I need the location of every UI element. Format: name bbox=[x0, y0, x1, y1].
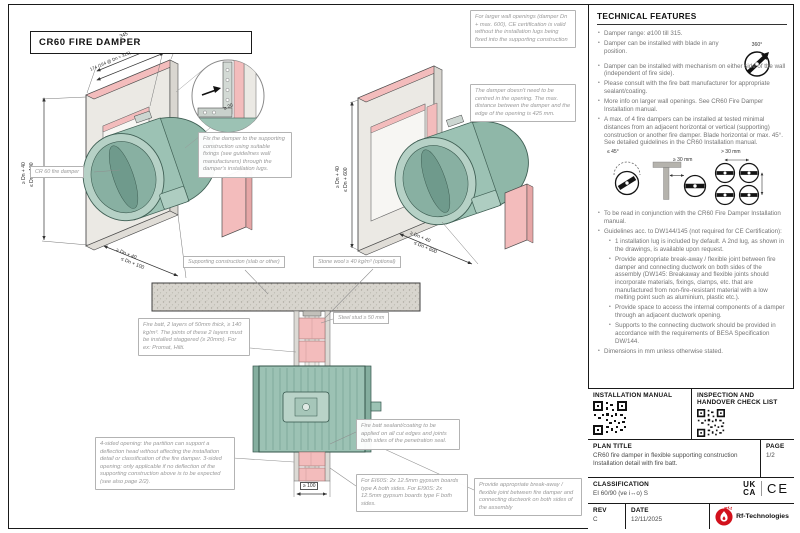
section-view bbox=[151, 282, 421, 497]
bullet-item: Damper range: ø100 till 315. bbox=[597, 30, 735, 38]
dim-right-height-max: ≤ Dn + 600 bbox=[343, 167, 349, 192]
features-final-list: Dimensions in mm unless otherwise stated… bbox=[597, 348, 787, 356]
bullet-item: To be read in conjunction with the CR60 … bbox=[597, 210, 787, 225]
sheet-title-badge: CR60 FIRE DAMPER bbox=[30, 31, 252, 54]
iso-right-batt-slab bbox=[504, 183, 534, 250]
iso-left-batt-slab bbox=[221, 167, 253, 238]
date-value: 12/11/2025 bbox=[631, 516, 663, 524]
iso-right-dimension-lines bbox=[350, 101, 473, 265]
angle-45-label: ≤ 45° bbox=[607, 149, 619, 156]
plan-title-line1: CR60 fire damper in flexible supporting … bbox=[593, 452, 738, 460]
rev-cell: REV C bbox=[588, 504, 626, 529]
ce-mark: CE bbox=[760, 481, 789, 497]
column-divider bbox=[588, 4, 589, 529]
spacing-diagram-icons bbox=[613, 159, 764, 206]
page-cell: PAGE 1/2 bbox=[760, 440, 794, 477]
installation-manual-qr-code bbox=[593, 401, 627, 436]
sheet-frame bbox=[8, 4, 794, 529]
page-label: PAGE bbox=[766, 443, 785, 450]
technical-drawings bbox=[41, 31, 542, 497]
ukca-bottom: CA bbox=[743, 487, 756, 497]
rf-flame-logo-icon bbox=[715, 507, 733, 526]
installation-manual-cell: INSTALLATION MANUAL bbox=[588, 389, 692, 439]
page-value: 1/2 bbox=[766, 452, 775, 460]
inspection-label: INSPECTION AND HANDOVER CHECK LIST bbox=[697, 392, 778, 407]
spacing-diagrams: ≤ 45° ≥ 30 mm > 30 mm bbox=[597, 149, 787, 207]
bullet-item: Supports to the connecting ductwork shou… bbox=[608, 322, 787, 345]
breakaway-callout: Provide appropriate break-away / flexibl… bbox=[474, 478, 582, 517]
sealant-callout: Fire batt sealant/coating to be applied … bbox=[356, 419, 460, 450]
opening-type-callout: 4-sided opening: the partition can suppo… bbox=[95, 437, 235, 491]
bullet-item: Guidelines acc. to DW144/145 (not requir… bbox=[597, 228, 787, 236]
guidelines-sub-list: 1 installation lug is included by defaul… bbox=[608, 238, 787, 345]
dim-left-height-min: ≥ Dn + 40 bbox=[21, 162, 27, 184]
gypsum-callout: For EI60S: 2x 12.5mm gypsum boards type … bbox=[356, 474, 468, 513]
ukca-top: UK bbox=[743, 480, 756, 489]
fire-batt-callout: Fire batt, 2 layers of 50mm thick, ≥ 140… bbox=[138, 318, 250, 357]
plan-title-label: PLAN TITLE bbox=[593, 443, 632, 450]
features-after-list: To be read in conjunction with the CR60 … bbox=[597, 210, 787, 236]
four-damper-group bbox=[714, 163, 760, 206]
inspection-qr-code bbox=[697, 408, 725, 437]
technical-features-panel: TECHNICAL FEATURES 360° Damper range: ø1… bbox=[589, 5, 794, 358]
inspection-cell: INSPECTION AND HANDOVER CHECK LIST bbox=[692, 389, 794, 439]
plan-title-cell: PLAN TITLE CR60 fire damper in flexible … bbox=[588, 440, 760, 477]
date-cell: DATE 12/11/2025 bbox=[626, 504, 710, 529]
features-intro-list: 360° Damper range: ø100 till 315. Damper … bbox=[597, 30, 787, 77]
rev-value: C bbox=[593, 516, 598, 524]
classification-cell: CLASSIFICATION EI 60/90 (ve i↔o) S UK CA… bbox=[588, 478, 794, 503]
brand-mark: Rf-t bbox=[724, 506, 732, 511]
bullet-item: Damper can be installed with mechanism o… bbox=[597, 63, 787, 78]
bullet-item: A max. of 4 fire dampers can be installe… bbox=[597, 116, 787, 147]
bullet-item: More info on larger wall openings. See C… bbox=[597, 98, 787, 113]
technical-features-heading: TECHNICAL FEATURES bbox=[597, 11, 787, 25]
damper-label: CR 60 fire damper bbox=[30, 166, 85, 178]
centred-callout: The damper doesn't need to be centred in… bbox=[470, 84, 576, 123]
bullet-item: 1 installation lug is included by defaul… bbox=[608, 238, 787, 253]
bullet-item: Damper can be installed with blade in an… bbox=[597, 40, 735, 55]
fix-damper-callout: Fix the damper to the supporting constru… bbox=[198, 132, 292, 178]
distance-30mm-label: ≥ 30 mm bbox=[673, 157, 693, 164]
bullet-item: Provide appropriate break-away / flexibl… bbox=[608, 256, 787, 302]
plan-title-line2: Installation detail with fire batt. bbox=[593, 460, 678, 468]
installation-manual-label: INSTALLATION MANUAL bbox=[593, 392, 673, 399]
rotation-degree-label: 360° bbox=[751, 42, 763, 48]
bullet-item: Provide space to access the internal com… bbox=[608, 304, 787, 319]
classification-value: EI 60/90 (ve i↔o) S bbox=[593, 490, 648, 498]
brand-logo-cell: Rf-t Rf-Technologies bbox=[710, 504, 794, 529]
larger-openings-callout: For larger wall openings (damper Dn + ma… bbox=[470, 10, 576, 49]
bullet-item: Dimensions in mm unless otherwise stated… bbox=[597, 348, 787, 356]
sheet-title-text: CR60 FIRE DAMPER bbox=[39, 37, 141, 48]
brand-name: Rf-Technologies bbox=[736, 513, 789, 520]
steel-stud-label: Steel stud ≥ 50 mm bbox=[333, 312, 390, 324]
features-main-list: Damper can be installed with mechanism o… bbox=[597, 63, 787, 147]
stone-wool-label: Stone wool ≥ 40 kg/m³ (optional) bbox=[313, 256, 401, 268]
bullet-item: Please consult with the fire batt manufa… bbox=[597, 80, 787, 95]
certification-marks: UK CA CE bbox=[743, 481, 789, 497]
rev-label: REV bbox=[593, 507, 607, 514]
supporting-construction-label: Supporting construction (slab or other) bbox=[183, 256, 285, 268]
classification-label: CLASSIFICATION bbox=[593, 481, 649, 488]
dim-right-height-min: ≥ Dn + 40 bbox=[335, 166, 341, 188]
dim-wall-thickness: ≥ 100 bbox=[300, 482, 319, 490]
lug-detail-circle bbox=[175, 59, 265, 149]
distance-gt30mm-label: > 30 mm bbox=[721, 149, 741, 156]
ukca-mark: UK CA bbox=[743, 481, 756, 496]
title-block: INSTALLATION MANUAL INSPECTION AND HANDO… bbox=[588, 388, 794, 529]
date-label: DATE bbox=[631, 507, 649, 514]
